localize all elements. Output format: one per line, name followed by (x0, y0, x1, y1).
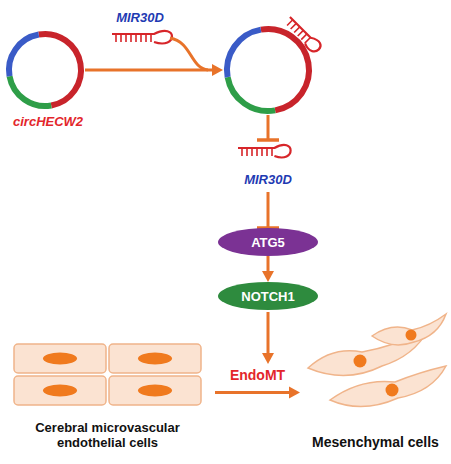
mirna-symbol (112, 31, 172, 43)
arrow-head (289, 387, 300, 399)
cell-nucleus (43, 353, 77, 365)
mirna-outline (228, 140, 308, 168)
connector-line (215, 391, 290, 394)
cell-body (109, 376, 201, 405)
node-label: ATG5 (251, 235, 285, 250)
mirna-ticks (116, 34, 151, 42)
cell-body (372, 314, 446, 345)
connector-line (85, 69, 213, 72)
activation-arrow (267, 312, 270, 354)
cell-group: Mesenchymal cells (300, 330, 451, 455)
circle-arc (228, 77, 275, 111)
cell-nucleus (138, 385, 172, 397)
circrna-sponge-circle (223, 25, 313, 115)
connector (262, 256, 274, 282)
circle-arc (10, 76, 52, 106)
circle-arc (261, 29, 309, 110)
node-label: Cerebral microvascular endothelial cells (0, 420, 215, 451)
cell-nucleus (138, 353, 172, 365)
node-label: MIR30D (228, 172, 308, 187)
circle-arc (227, 30, 261, 77)
connector-line (267, 115, 270, 140)
cell-nucleus (354, 355, 367, 368)
edge-label: EndoMT (230, 367, 285, 383)
cell-body (14, 344, 106, 373)
arrow-head (212, 64, 223, 76)
cell-body (308, 330, 428, 376)
mesenchymal-cells (308, 314, 446, 407)
node-label: NOTCH1 (241, 289, 294, 304)
mirna-ticks (287, 20, 310, 43)
circle-arc (39, 34, 81, 105)
cell-body (14, 376, 106, 405)
connector (215, 387, 300, 399)
endothelial-cells (14, 344, 201, 405)
edge-label: MIR30D (116, 10, 164, 25)
connector-line (267, 192, 270, 228)
cell-body (109, 344, 201, 373)
bound-mirna (283, 15, 322, 54)
mirna-ticks (242, 148, 272, 156)
circle-outline (5, 30, 85, 110)
mirna-symbol (238, 145, 291, 157)
merge-curve (170, 38, 208, 70)
arrow-head (262, 353, 274, 364)
mirna-node: MIR30D (228, 140, 308, 192)
cell-nucleus (43, 385, 77, 397)
cell-body (330, 366, 446, 407)
protein-ellipse: ATG5 (218, 228, 318, 256)
circrna-circle: circHECW2 (5, 30, 85, 110)
connector-line (267, 256, 270, 272)
cell-nucleus (386, 384, 399, 397)
connector (85, 64, 223, 76)
node-label: circHECW2 (13, 114, 83, 129)
cell-group: Cerebral microvascular endothelial cells (0, 330, 215, 455)
circle-outline (223, 25, 313, 115)
inhibition-bar (257, 138, 279, 142)
node-label: Mesenchymal cells (300, 434, 451, 451)
circle-arc (9, 35, 39, 77)
cell-nucleus (406, 330, 417, 341)
mirna-symbol (283, 15, 322, 54)
connector (257, 192, 279, 228)
arrow-head (262, 271, 274, 282)
protein-ellipse: NOTCH1 (218, 282, 318, 310)
connector (257, 115, 279, 140)
